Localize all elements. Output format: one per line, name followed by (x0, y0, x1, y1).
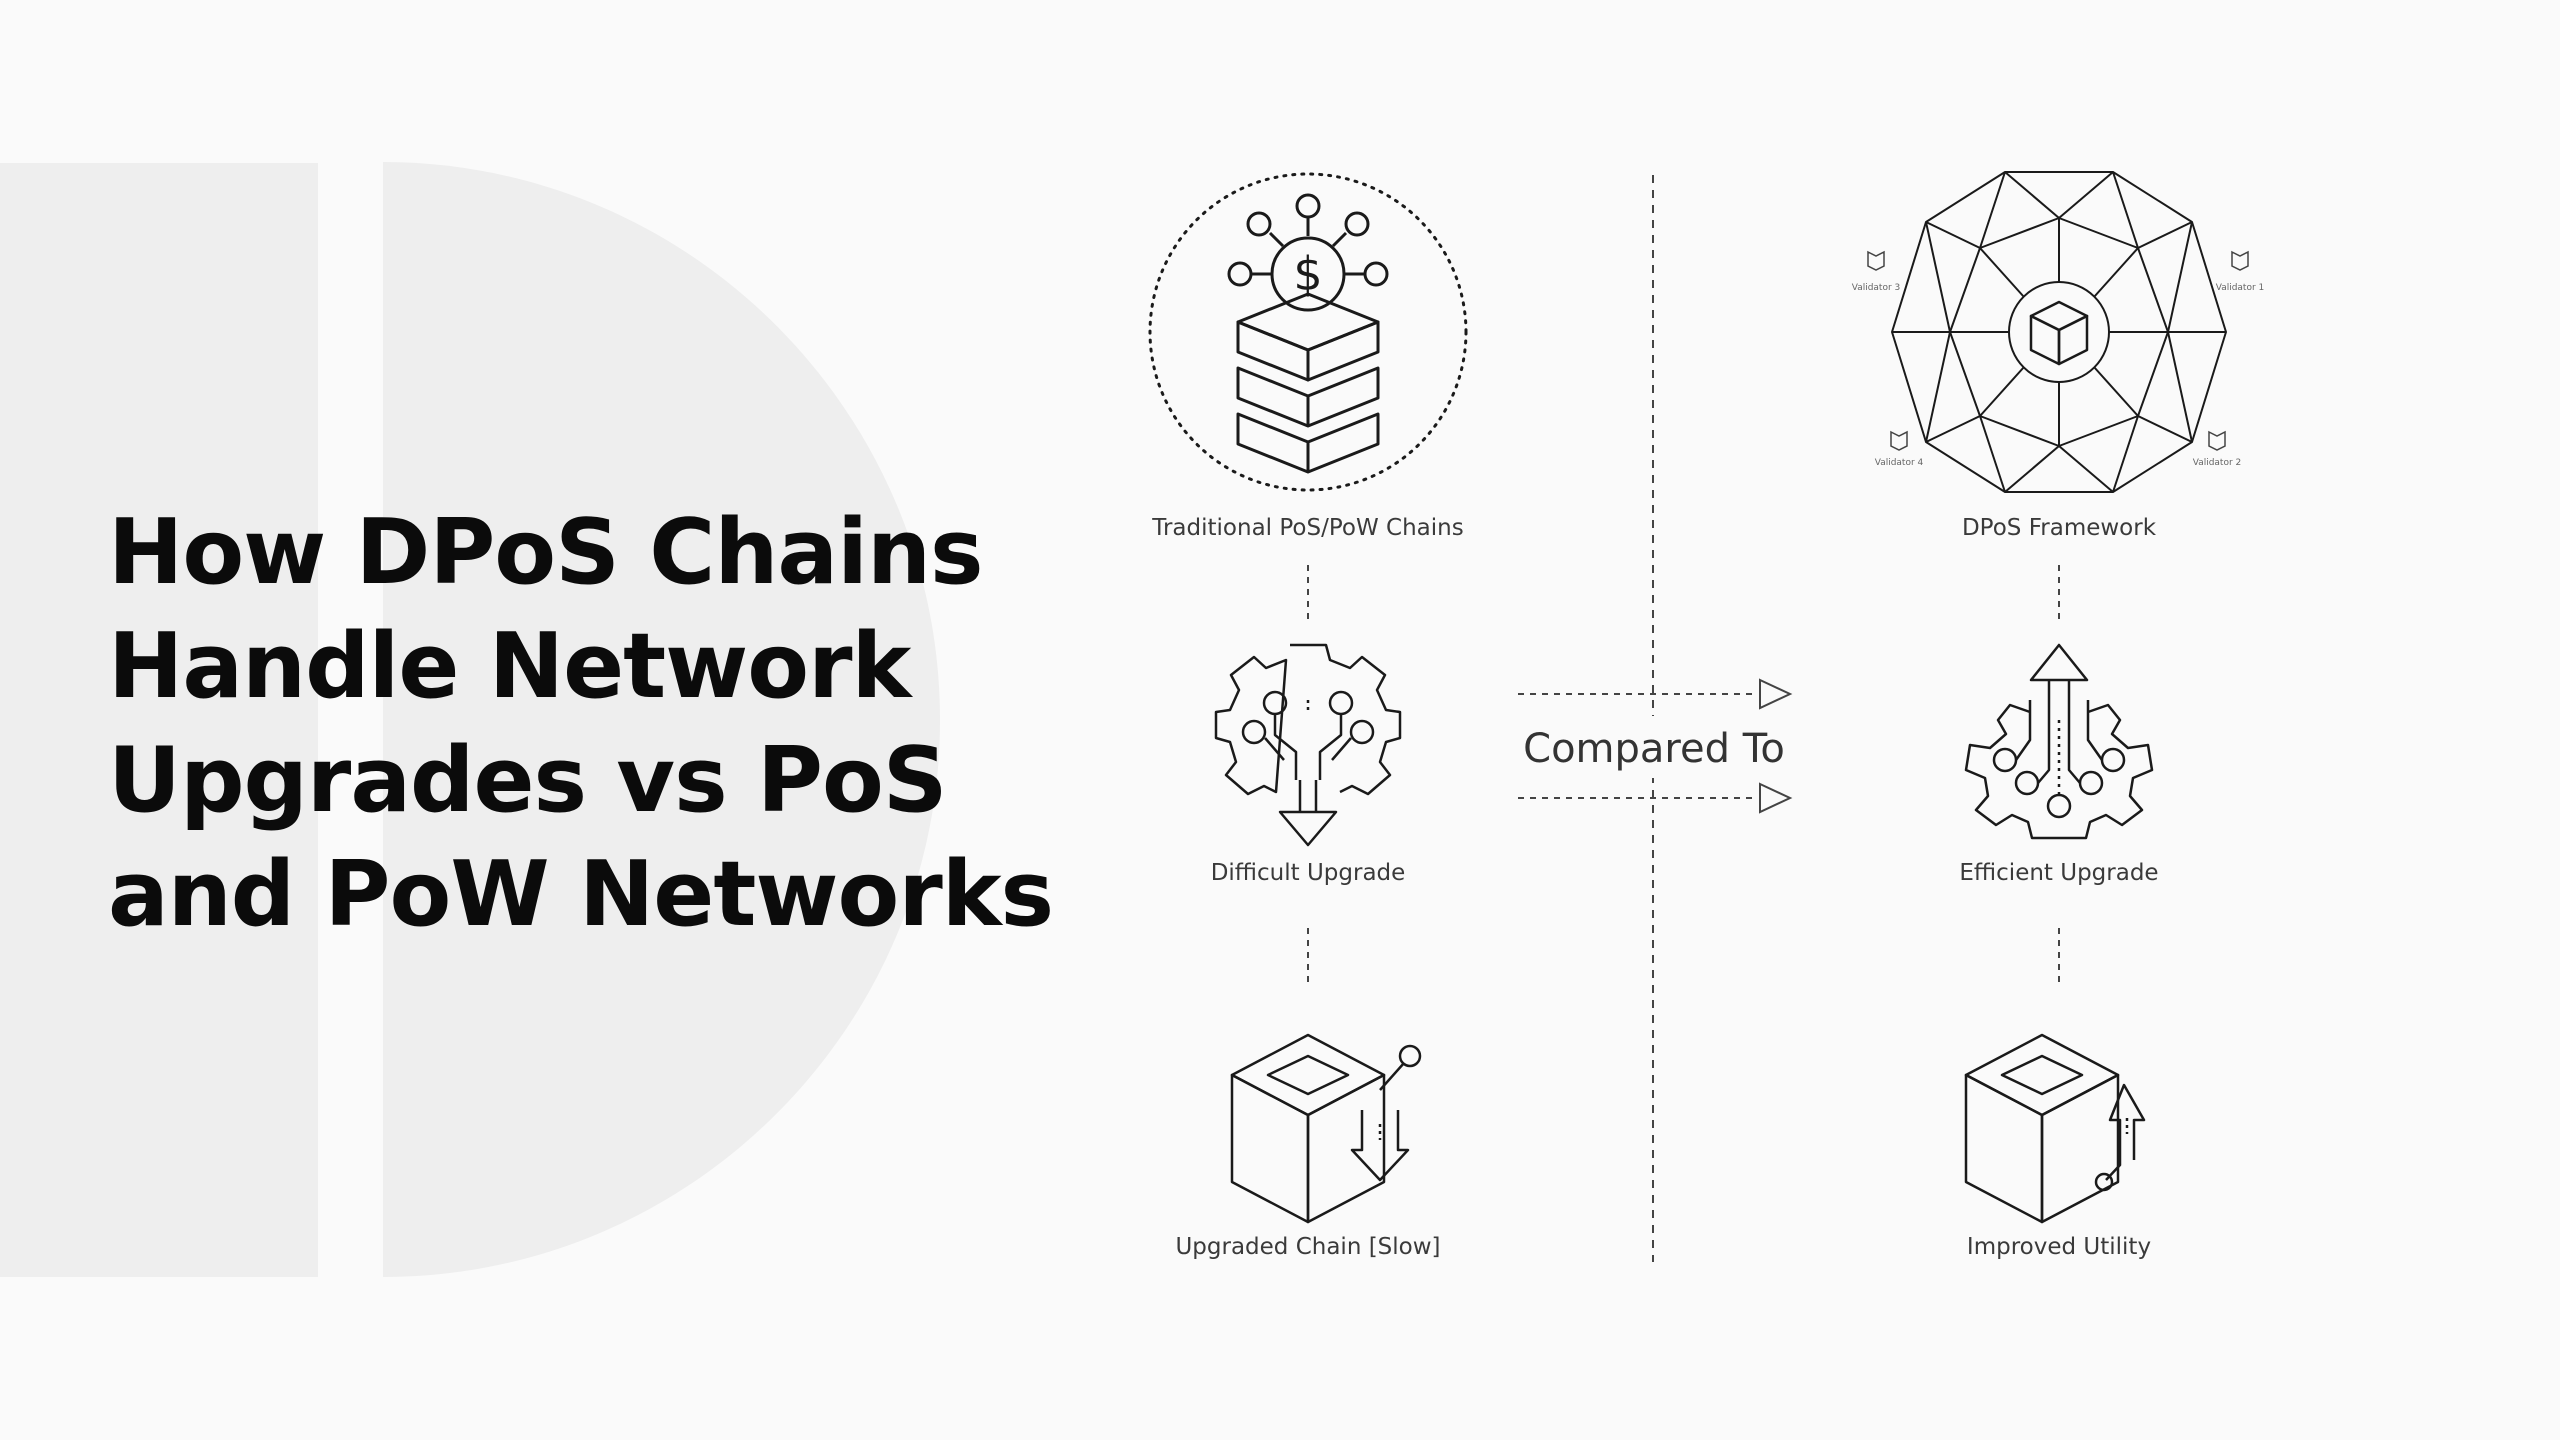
cube-up-arrow-icon (1964, 1033, 2146, 1224)
validator-3-label: Validator 3 (1852, 283, 1901, 293)
validator-3-icon (1867, 250, 1885, 271)
compared-to-arrows (1518, 678, 1793, 814)
difficult-upgrade-label: Difficult Upgrade (1211, 860, 1406, 886)
efficient-upgrade-label: Efficient Upgrade (1959, 860, 2158, 886)
validator-2-icon (2208, 430, 2226, 451)
improved-utility-label: Improved Utility (1967, 1234, 2151, 1260)
page-title: How DPoS Chains Handle Network Upgrades … (108, 496, 1068, 952)
column-connectors (1307, 565, 2060, 985)
dollar-coin-stack-icon: $ (1148, 172, 1468, 492)
validator-1-label: Validator 1 (2216, 283, 2265, 293)
title-line-4: and PoW Networks (108, 842, 1054, 947)
title-line-3: Upgrades vs PoS (108, 728, 948, 833)
compared-to-label: Compared To (1523, 726, 1785, 772)
decor-half-disc (383, 162, 940, 1277)
validator-1-icon (2231, 250, 2249, 271)
gear-up-arrow-icon (1964, 643, 2154, 840)
title-line-2: Handle Network (108, 614, 911, 719)
upgraded-chain-slow-label: Upgraded Chain [Slow] (1175, 1234, 1440, 1260)
traditional-chains-label: Traditional PoS/PoW Chains (1151, 515, 1463, 541)
cube-down-arrow-icon (1230, 1033, 1422, 1224)
validator-2-label: Validator 2 (2193, 458, 2242, 468)
dpos-framework-label: DPoS Framework (1962, 515, 2157, 541)
validator-4-icon (1890, 430, 1908, 451)
svg-text:$: $ (1293, 247, 1322, 301)
validator-badges (1867, 250, 2249, 451)
gear-down-arrow-icon (1214, 643, 1402, 847)
title-line-1: How DPoS Chains (108, 500, 984, 605)
decor-bar (0, 163, 318, 1277)
geodesic-sphere-icon (1891, 171, 2227, 493)
validator-4-label: Validator 4 (1875, 458, 1924, 468)
